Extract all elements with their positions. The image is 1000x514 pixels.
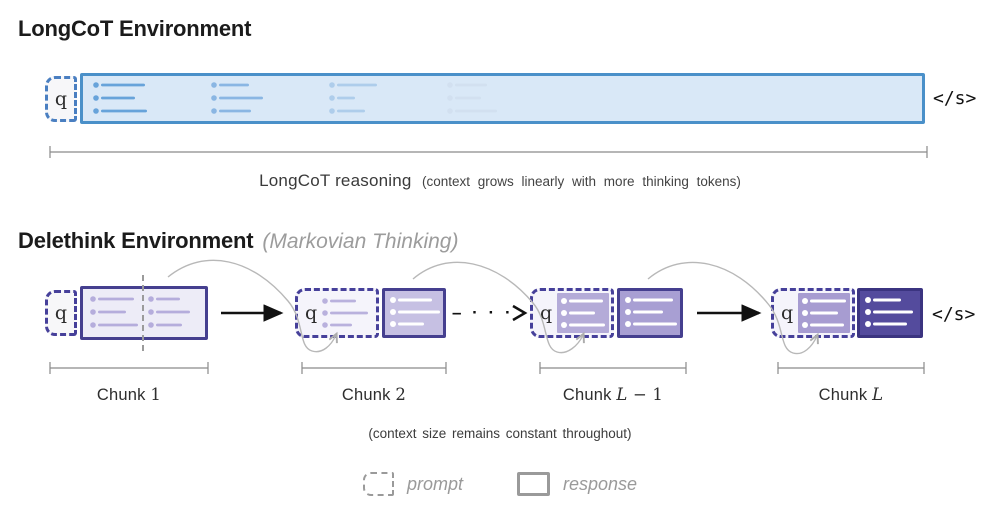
chunk2-label-num: 2 (395, 385, 407, 404)
chunk2-carryover-tokens-icon (322, 298, 369, 328)
chunk1-label-word: Chunk (96, 386, 146, 404)
chunk-l-response-box (857, 288, 923, 338)
chunk1-label: Chunk 1 (49, 385, 209, 405)
longcot-ruler-label-note: (context grows linearly with more thinki… (422, 174, 741, 189)
delethink-eos-token: </s> (932, 304, 976, 325)
chunk-l-minus-1-label-var: L (616, 385, 628, 404)
chunk-l-label-word: Chunk (818, 386, 868, 404)
delethink-section-title: Delethink Environment (18, 228, 254, 253)
chunk-l-minus-1-ruler (539, 362, 687, 374)
chunk-l-minus-1-carryover-tokens-icon (561, 298, 605, 328)
chunk-l-prompt-box: q (771, 288, 855, 338)
longcot-prompt-box: q (45, 76, 77, 122)
arrowhead-ellipsis-icon (512, 304, 528, 322)
chunk-l-minus-1-label: Chunk L − 1 (533, 385, 693, 405)
chunk-l-carryover-block (798, 293, 850, 333)
longcot-eos-token: </s> (933, 88, 977, 109)
chunk2-ruler (301, 362, 447, 374)
chunk-l-minus-1-label-word: Chunk (562, 386, 612, 404)
chunk-l-carryover-tokens-icon (802, 298, 846, 328)
chunk-l-thinking-tokens-icon (865, 297, 913, 327)
chunk-l-ruler (777, 362, 925, 374)
chunk-l-minus-1-label-num: − 1 (627, 385, 664, 404)
longcot-response-box (80, 73, 925, 124)
chunk-l-label-var: L (872, 385, 884, 404)
chunk2-label-word: Chunk (341, 386, 391, 404)
legend-response-label: response (562, 473, 638, 494)
chunk-l-minus-1-question-label: q (540, 301, 553, 324)
longcot-section-title: LongCoT Environment (18, 16, 252, 41)
delethink-note: (context size remains constant throughou… (368, 426, 632, 441)
chunk2-question-label: q (305, 301, 318, 324)
chunk1-prompt-box: q (45, 290, 77, 336)
longcot-thinking-tokens-icon (93, 82, 497, 114)
chunk1-split-divider (142, 275, 144, 351)
chunk2-prompt-box: q (295, 288, 379, 338)
chunk-l-minus-1-thinking-tokens-icon (625, 297, 677, 327)
chunk2-thinking-tokens-icon (390, 297, 440, 327)
legend-response-box-icon (516, 472, 550, 496)
longcot-ruler-label: LongCoT reasoning (context grows linearl… (0, 171, 1000, 191)
delethink-section-subtitle: (Markovian Thinking) (262, 230, 459, 253)
chunk-l-question-label: q (781, 301, 794, 324)
chunk1-label-num: 1 (150, 385, 162, 404)
legend-prompt-label: prompt (406, 473, 463, 494)
legend-prompt-box-icon (362, 472, 394, 496)
chunk1-question-label: q (54, 301, 68, 324)
chunk-l-minus-1-response-box (617, 288, 683, 338)
chunk1-response-box (80, 286, 208, 340)
chunk1-ruler (49, 362, 209, 374)
longcot-question-label: q (54, 87, 68, 110)
chunk-l-label: Chunk L (771, 385, 931, 405)
longcot-ruler-label-main: LongCoT reasoning (259, 171, 412, 190)
delethink-section-header: Delethink Environment (Markovian Thinking… (18, 228, 458, 254)
chunk2-response-box (382, 288, 446, 338)
ellipsis-continuation: – · · · (452, 303, 514, 322)
legend: prompt response (0, 472, 1000, 496)
chunk-l-minus-1-prompt-box: q (530, 288, 614, 338)
chunk-l-minus-1-carryover-block (557, 293, 609, 333)
chunk2-label: Chunk 2 (294, 385, 454, 405)
longcot-ruler (49, 146, 928, 158)
